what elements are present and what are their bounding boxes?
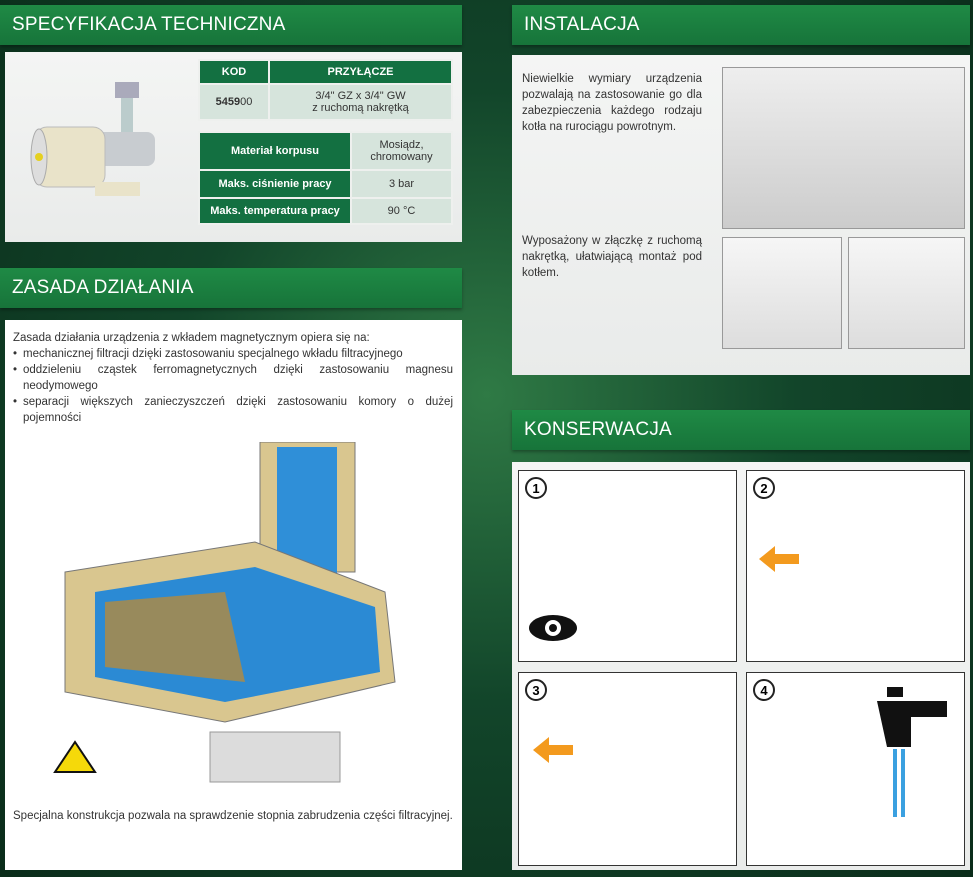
- install-header: INSTALACJA: [512, 5, 970, 45]
- bullet: mechanicznej filtracji dzięki zastosowan…: [13, 346, 453, 362]
- spec-header: SPECYFIKACJA TECHNICZNA: [0, 5, 462, 45]
- step-3: 3: [518, 672, 737, 866]
- maint-panel: 1 2 3 4: [512, 462, 970, 870]
- step-number: 1: [525, 477, 547, 499]
- bullet: oddzieleniu cząstek ferromagnetycznych d…: [13, 362, 453, 394]
- step-4: 4: [746, 672, 965, 866]
- product-image: [30, 82, 155, 196]
- step-number: 4: [753, 679, 775, 701]
- principle-title: ZASADA DZIAŁANIA: [12, 277, 194, 298]
- install-text-2: Wyposażony w złączkę z ruchomą nakrętką,…: [522, 235, 702, 279]
- col-kod: KOD: [198, 59, 270, 85]
- maint-header: KONSERWACJA: [512, 410, 970, 450]
- param-label: Maks. ciśnienie pracy: [198, 169, 352, 199]
- tap-water-icon: [877, 687, 947, 817]
- param-value: chromowany: [370, 151, 433, 163]
- param-row: Materiał korpusu Mosiądz,chromowany: [198, 131, 453, 171]
- step-number: 3: [525, 679, 547, 701]
- param-label: Maks. temperatura pracy: [198, 197, 352, 225]
- connection-line: z ruchomą nakrętką: [312, 102, 409, 114]
- param-value: 90 °C: [350, 197, 453, 225]
- step-2: 2: [746, 470, 965, 662]
- connection-line: 3/4" GZ x 3/4" GW: [315, 90, 406, 102]
- param-value: Mosiądz,: [379, 139, 424, 151]
- install-image-right: [848, 237, 965, 349]
- cutaway-diagram: [53, 442, 396, 783]
- step-1: 1: [518, 470, 737, 662]
- code-rest: 00: [240, 96, 253, 108]
- bullet: separacji większych zanieczyszczeń dzięk…: [13, 394, 453, 426]
- install-image-left: [722, 237, 842, 349]
- param-label: Materiał korpusu: [198, 131, 352, 171]
- arrow-left-icon: [759, 546, 799, 572]
- param-value: 3 bar: [350, 169, 453, 199]
- maint-title: KONSERWACJA: [524, 419, 672, 440]
- principle-panel: Zasada działania urządzenia z wkładem ma…: [5, 320, 462, 870]
- arrow-left-icon: [533, 737, 573, 763]
- step-number: 2: [753, 477, 775, 499]
- principle-footer: Specjalna konstrukcja pozwala na sprawdz…: [13, 810, 453, 822]
- code-bold: 5459: [215, 96, 241, 108]
- install-title: INSTALACJA: [524, 14, 640, 35]
- params-table: Materiał korpusu Mosiądz,chromowany Maks.…: [198, 131, 453, 225]
- principle-intro: Zasada działania urządzenia z wkładem ma…: [13, 332, 370, 344]
- spec-title: SPECYFIKACJA TECHNICZNA: [12, 14, 286, 35]
- install-text-1: Niewielkie wymiary urządzenia pozwalają …: [522, 73, 702, 133]
- principle-header: ZASADA DZIAŁANIA: [0, 268, 462, 308]
- install-panel: Niewielkie wymiary urządzenia pozwalają …: [512, 55, 970, 375]
- code-cell: 545900: [198, 83, 270, 121]
- eye-icon: [529, 615, 577, 641]
- col-przylacze: PRZYŁĄCZE: [268, 59, 453, 85]
- install-image-main: [722, 67, 965, 229]
